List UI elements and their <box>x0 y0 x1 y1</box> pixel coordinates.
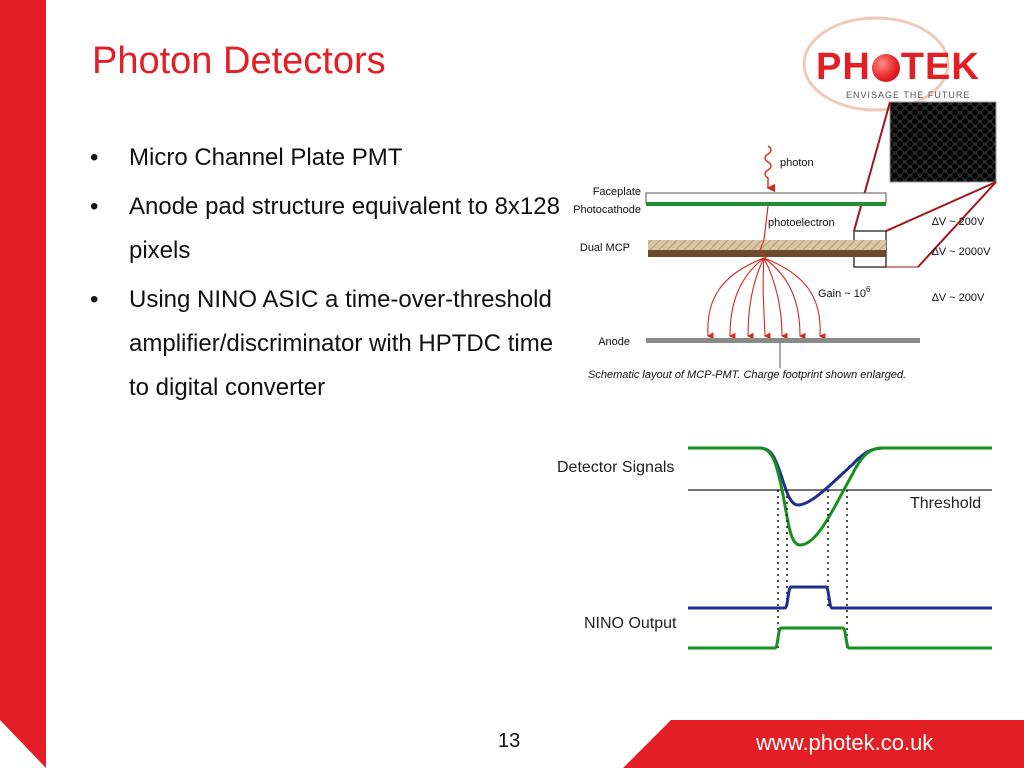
photocathode-layer <box>646 202 886 206</box>
bullet-dot: • <box>90 193 99 220</box>
logo-orb-icon <box>871 54 900 82</box>
mcp-plate-top <box>648 240 886 250</box>
mcp-plate-bottom <box>648 250 886 257</box>
detector-signals-label: Detector Signals <box>557 459 674 476</box>
charge-trajectory <box>706 257 765 339</box>
bullet-list: • Micro Channel Plate PMT • Anode pad stru… <box>88 136 568 415</box>
zoom-line <box>885 181 997 232</box>
photek-logo: PH TEK ENVISAGE THE FUTURE <box>796 14 996 114</box>
charge-trajectory <box>746 257 765 340</box>
logo-word-ph: PH <box>816 46 871 88</box>
photon-arrow-icon <box>764 145 775 193</box>
bullet-item: • Using NINO ASIC a time-over-threshold a… <box>88 278 568 410</box>
electron-path <box>759 205 769 259</box>
bullet-text: Anode pad structure equivalent to 8x128 … <box>129 193 560 264</box>
voltage-label-2: ∆V ~ 2000V <box>932 246 991 258</box>
photon-label: photon <box>780 157 814 169</box>
charge-trajectory <box>762 257 771 340</box>
footer-url: www.photek.co.uk <box>756 730 934 755</box>
charge-trajectory <box>763 257 826 340</box>
zoom-line <box>917 181 997 268</box>
logo-word-tek: TEK <box>900 46 980 88</box>
logo-tagline: ENVISAGE THE FUTURE <box>846 90 971 100</box>
dual-mcp-label: Dual MCP <box>580 242 630 254</box>
mcp-schematic: photon Faceplate Photocathode photoelect… <box>573 101 997 381</box>
charge-trajectory <box>763 257 806 340</box>
footer-accent-bar <box>623 720 1024 768</box>
crossing-guides <box>777 490 848 648</box>
schematic-caption: Schematic layout of MCP-PMT. Charge foot… <box>588 369 906 381</box>
voltage-label-1: ∆V ~ 200V <box>932 216 985 228</box>
gain-label: Gain ~ 106 <box>818 285 871 300</box>
faceplate-layer <box>645 192 887 204</box>
photocathode-label: Photocathode <box>573 204 641 216</box>
bullet-item: • Anode pad structure equivalent to 8x128… <box>88 185 568 273</box>
nino-output-blue <box>688 585 992 610</box>
logo-swoosh-icon <box>802 16 950 112</box>
bullet-item: • Micro Channel Plate PMT <box>88 136 568 180</box>
anode-label: Anode <box>598 336 630 348</box>
logo-wordmark: PH TEK <box>816 46 980 89</box>
bullet-dot: • <box>90 144 99 171</box>
charge-cloud <box>706 257 826 340</box>
bullet-text: Using NINO ASIC a time-over-threshold am… <box>129 286 554 401</box>
left-bar-notch <box>0 720 46 768</box>
anode-layer <box>646 338 920 343</box>
threshold-label: Threshold <box>910 495 981 512</box>
charge-trajectory <box>763 257 788 340</box>
slide-title: Photon Detectors <box>92 40 386 82</box>
nino-output-green <box>688 626 992 650</box>
left-accent-bar <box>0 0 46 768</box>
faceplate-label: Faceplate <box>593 186 641 198</box>
detector-signal-green <box>688 446 992 547</box>
page-number: 13 <box>498 730 521 752</box>
voltage-label-3: ∆V ~ 200V <box>932 292 985 304</box>
zoom-line <box>853 101 891 232</box>
charge-trajectory <box>728 257 765 340</box>
signal-diagram: Detector Signals Threshold NINO Output <box>557 446 992 650</box>
photoelectron-label: photoelectron <box>768 217 835 229</box>
nino-output-label: NINO Output <box>584 615 677 632</box>
bullet-text: Micro Channel Plate PMT <box>129 144 403 171</box>
bullet-dot: • <box>90 286 99 313</box>
mcp-zoom-inset <box>889 101 997 183</box>
